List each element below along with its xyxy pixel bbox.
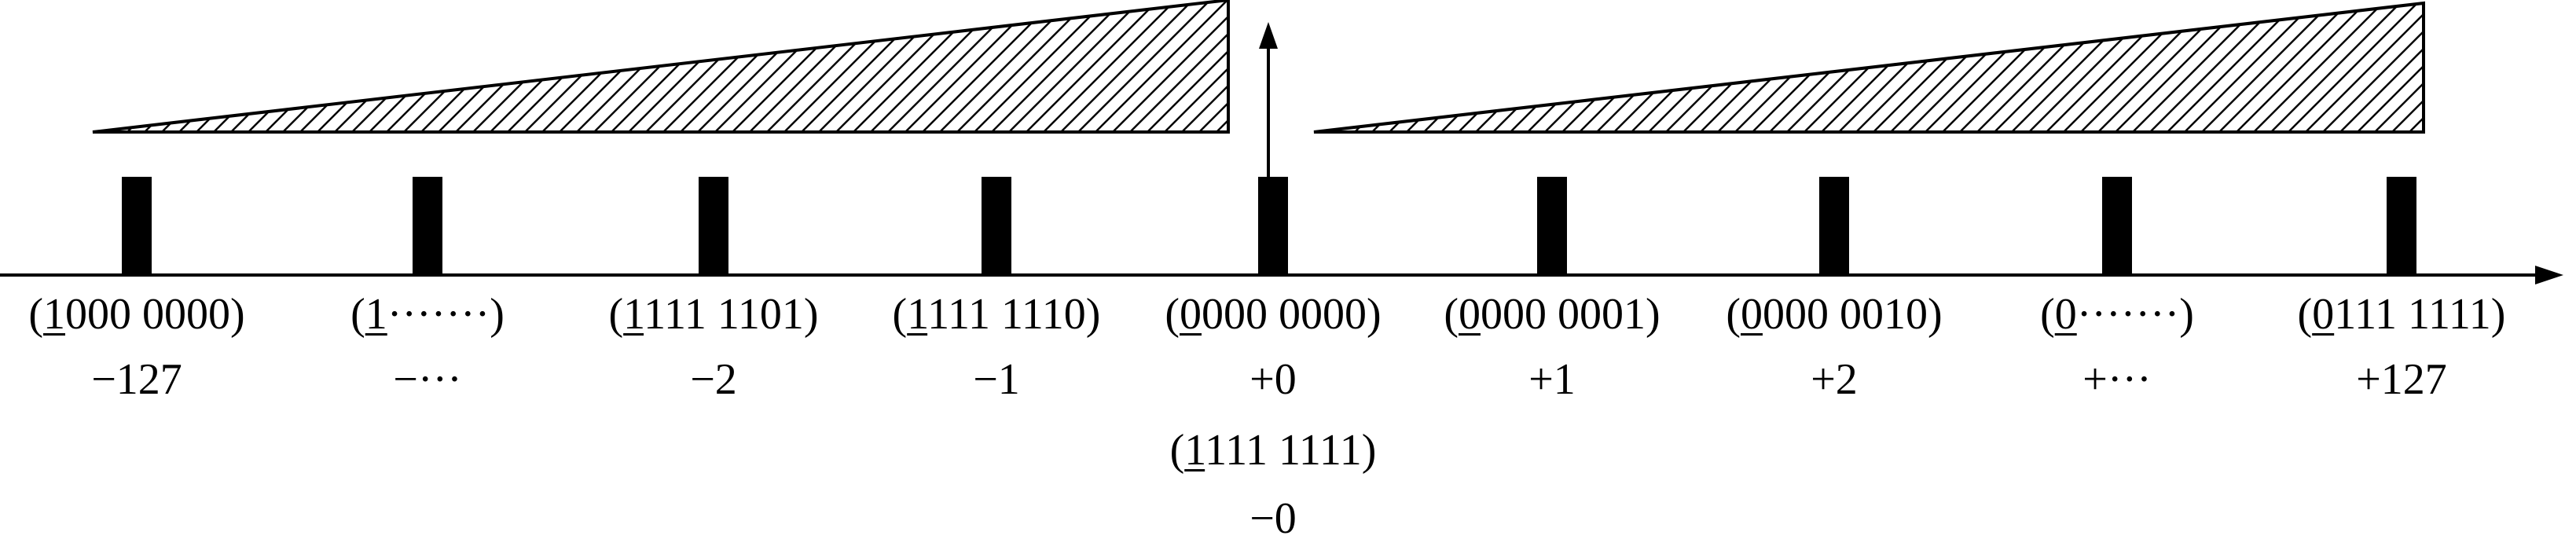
decimal-value-label: +127 (2356, 355, 2447, 404)
decimal-value-label: +0 (1249, 355, 1297, 404)
binary-code-label: (1·······) (350, 292, 505, 336)
sign-bit: 0 (1741, 290, 1763, 339)
binary-code-label: (1111 1110) (893, 292, 1101, 336)
paren-open: ( (2040, 290, 2055, 339)
negative-magnitude-wedge (92, 0, 1230, 134)
paren-close: ) (2490, 290, 2506, 339)
paren-close: ) (2179, 290, 2194, 339)
paren-close: ) (490, 290, 505, 339)
magnitude-bits: 000 0000 (65, 290, 230, 339)
binary-code-label: (0·······) (2040, 292, 2194, 336)
binary-code-label: (0111 1111) (2298, 292, 2506, 336)
sign-bit: 0 (1180, 290, 1202, 339)
paren-open: ( (28, 290, 43, 339)
paren-open: ( (2297, 290, 2313, 339)
tick-bar (1537, 177, 1567, 275)
positive-magnitude-wedge (1313, 1, 2425, 134)
tick-bar (413, 177, 442, 275)
paren-open: ( (1444, 290, 1459, 339)
paren-close: ) (230, 290, 245, 339)
magnitude-bits: 111 1111 (1205, 426, 1362, 475)
binary-code-label: (0000 0010) (1726, 292, 1942, 336)
magnitude-bits: 000 0010 (1763, 290, 1928, 339)
magnitude-bits: 000 0001 (1481, 290, 1646, 339)
decimal-value-label: +2 (1811, 355, 1858, 404)
decimal-value-label: −··· (393, 355, 462, 404)
magnitude-bits: 000 0000 (1202, 290, 1367, 339)
tick-bar (982, 177, 1011, 275)
paren-close: ) (1085, 290, 1101, 339)
binary-code-label: (0000 0001) (1444, 292, 1660, 336)
sign-bit: 1 (623, 290, 644, 339)
magnitude-bits: 111 1110 (927, 290, 1086, 339)
paren-close: ) (1361, 426, 1377, 475)
decimal-value-label: +··· (2082, 355, 2152, 404)
negative-zero-value-label: −0 (1249, 494, 1297, 543)
magnitude-bits: 111 1111 (2334, 290, 2491, 339)
paren-open: ( (608, 290, 624, 339)
tick-bar (2102, 177, 2132, 275)
paren-open: ( (892, 290, 908, 339)
paren-close: ) (1928, 290, 1943, 339)
paren-open: ( (1165, 290, 1180, 339)
sign-bit: 1 (907, 290, 928, 339)
paren-close: ) (1646, 290, 1660, 339)
decimal-value-label: +1 (1528, 355, 1576, 404)
sign-bit: 0 (2054, 290, 2077, 339)
decimal-value-label: −127 (91, 355, 182, 404)
binary-code-label: (1111 1101) (609, 292, 819, 336)
sign-bit: 1 (1184, 426, 1205, 475)
decimal-value-label: −1 (973, 355, 1020, 404)
sign-bit: 0 (1459, 290, 1481, 339)
zero-up-arrow-head (1259, 22, 1278, 49)
sign-bit: 0 (2312, 290, 2335, 339)
tick-bar (2387, 177, 2416, 275)
paren-open: ( (1726, 290, 1741, 339)
tick-bar (699, 177, 728, 275)
decimal-value-label: −2 (690, 355, 737, 404)
magnitude-bits: ······· (387, 290, 490, 339)
number-axis-arrowhead (2535, 266, 2563, 284)
sign-bit: 1 (43, 290, 65, 339)
binary-code-label: (0000 0000) (1165, 292, 1381, 336)
tick-bar (122, 177, 152, 275)
negative-zero-code-label: (1111 1111) (1170, 428, 1377, 472)
paren-open: ( (1169, 426, 1185, 475)
binary-code-label: (1000 0000) (28, 292, 244, 336)
magnitude-bits: 111 1101 (644, 290, 804, 339)
tick-marks (122, 177, 2416, 275)
tick-bar (1258, 177, 1288, 275)
tick-bar (1819, 177, 1849, 275)
paren-close: ) (803, 290, 819, 339)
sign-bit: 1 (365, 290, 387, 339)
magnitude-bits: ······· (2076, 290, 2180, 339)
paren-close: ) (1367, 290, 1382, 339)
paren-open: ( (350, 290, 365, 339)
